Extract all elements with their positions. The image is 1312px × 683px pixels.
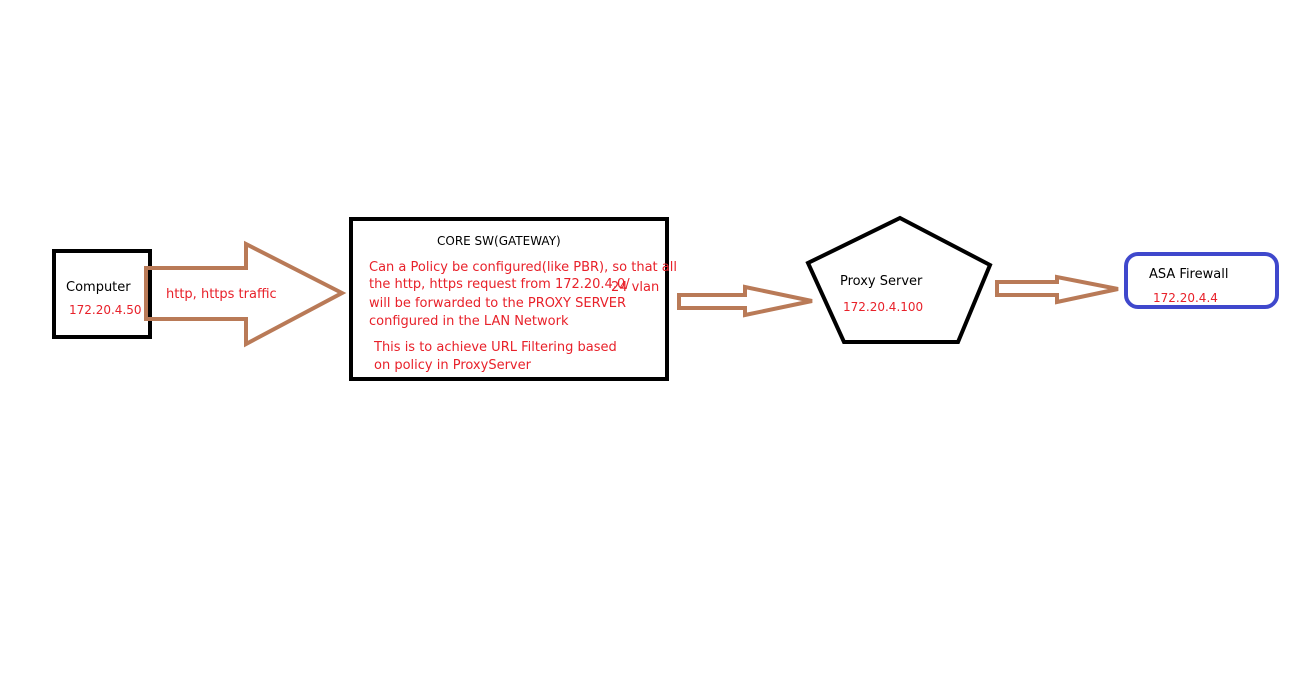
traffic-arrow — [144, 240, 347, 348]
core-switch-box — [349, 217, 669, 381]
asa-firewall-ip: 172.20.4.4 — [1153, 291, 1218, 305]
core-switch-question-line: 24 vlan — [611, 280, 660, 295]
proxy-to-firewall-arrow — [995, 274, 1119, 305]
core-switch-question-line: will be forwarded to the PROXY SERVER — [369, 296, 627, 311]
computer-box — [52, 249, 152, 339]
core-switch-purpose-line: This is to achieve URL Filtering based — [374, 340, 617, 355]
computer-ip: 172.20.4.50 — [69, 303, 142, 317]
proxy-server-ip: 172.20.4.100 — [843, 300, 924, 314]
core-switch-question-line: configured in the LAN Network — [369, 314, 569, 329]
core-switch-question-line: the http, https request from 172.20.4.0/ — [369, 277, 630, 292]
asa-firewall-name: ASA Firewall — [1149, 267, 1229, 282]
core-switch-purpose-line: on policy in ProxyServer — [374, 358, 531, 373]
traffic-label: http, https traffic — [166, 287, 277, 302]
asa-firewall-box — [1124, 252, 1279, 309]
proxy-server-name: Proxy Server — [840, 274, 923, 289]
core-switch-question-line: Can a Policy be configured(like PBR), so… — [369, 260, 677, 275]
core-to-proxy-arrow — [677, 284, 813, 318]
computer-name: Computer — [66, 280, 131, 295]
core-switch-title: CORE SW(GATEWAY) — [437, 234, 561, 248]
proxy-server-pentagon — [805, 215, 993, 344]
